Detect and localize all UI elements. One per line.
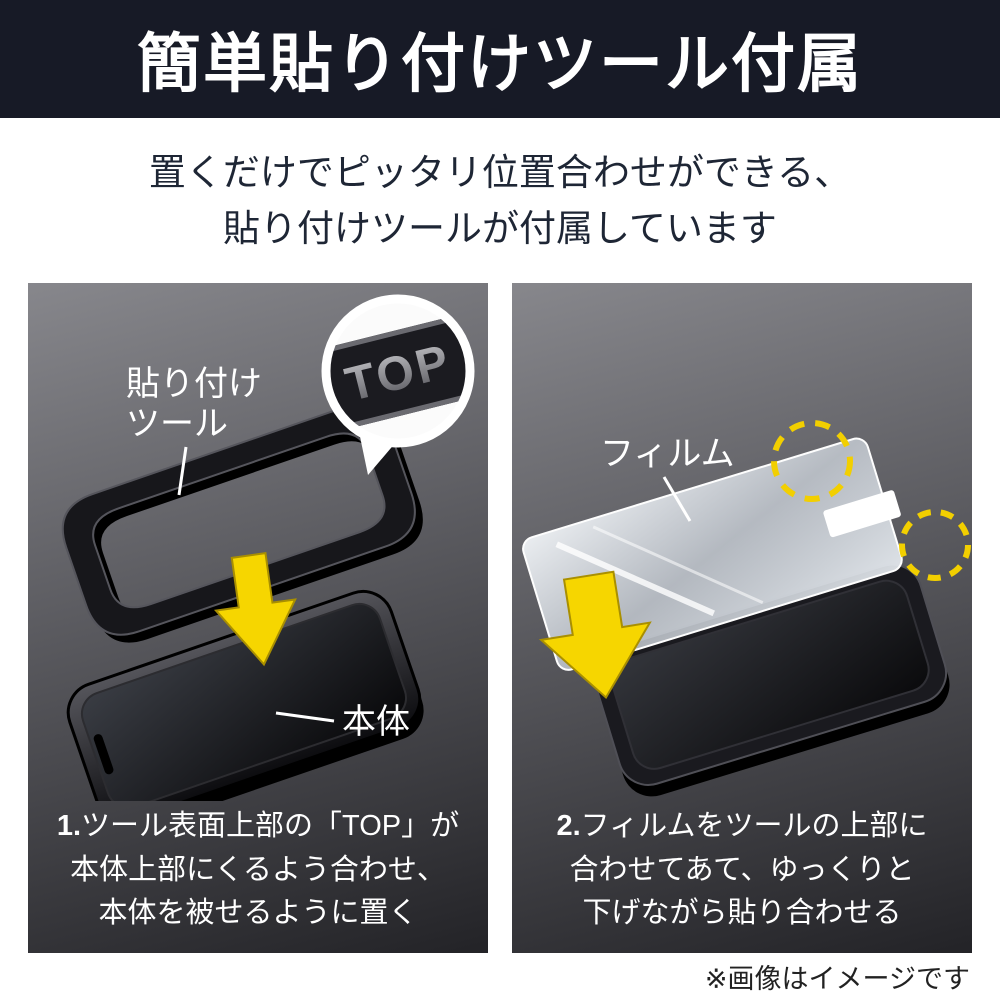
- step2-caption-line2: 合わせてあて、ゆっくりと: [569, 853, 915, 886]
- body-label-text: 本体: [342, 703, 410, 741]
- subtitle-line2: 貼り付けツールが付属しています: [223, 207, 777, 249]
- steps-container: TOP 貼り付け ツール 本体 1.ツール表面上部の「TOP」が: [0, 283, 1000, 953]
- phone-illustration: [66, 589, 424, 801]
- highlight-circle-right: [899, 509, 971, 581]
- tool-leader-line: [177, 446, 188, 496]
- phone-with-tool-illustration: [593, 563, 950, 797]
- step2-caption-line3: 下げながら貼り合わせる: [582, 897, 902, 929]
- film-label: フィルム: [600, 435, 735, 522]
- subtitle-block: 置くだけでピッタリ位置合わせができる、 貼り付けツールが付属しています: [0, 118, 1000, 283]
- step1-caption-line2: 本体上部にくるよう合わせ、: [70, 853, 446, 886]
- step2-number: 2.: [556, 810, 581, 842]
- step1-caption: 1.ツール表面上部の「TOP」が 本体上部にくるよう合わせ、 本体を被せるように…: [28, 801, 488, 936]
- step1-caption-line1: 1.ツール表面上部の「TOP」が: [56, 810, 460, 842]
- down-arrow-icon: [213, 552, 297, 667]
- step2-caption-line1: 2.フィルムをツールの上部に: [556, 810, 928, 842]
- page-title: 簡単貼り付けツール付属: [137, 28, 863, 100]
- step2-caption: 2.フィルムをツールの上部に 合わせてあて、ゆっくりと 下げながら貼り合わせる: [512, 801, 972, 936]
- body-label: 本体: [275, 703, 410, 741]
- panel-step1: TOP 貼り付け ツール 本体 1.ツール表面上部の「TOP」が: [28, 283, 488, 953]
- step2-illustration: フィルム: [522, 420, 971, 797]
- subtitle-text: 置くだけでピッタリ位置合わせができる、 貼り付けツールが付属しています: [149, 145, 851, 256]
- step1-number: 1.: [56, 810, 82, 842]
- film-tab: [823, 490, 901, 538]
- film-highlight-2: [592, 525, 764, 604]
- panel-step2: フィルム 2.フィルムをツールの上部に 合わせてあて、ゆっくりと 下げながら貼り…: [512, 283, 972, 953]
- film-highlight: [555, 541, 715, 617]
- tool-label-line1: 貼り付け: [126, 365, 262, 403]
- step1-illustration: TOP 貼り付け ツール 本体: [61, 294, 475, 801]
- film-leader-line: [662, 476, 692, 522]
- tool-label-line2: ツール: [126, 405, 228, 443]
- highlight-circle-top: [771, 420, 853, 502]
- header-banner: 簡単貼り付けツール付属: [0, 0, 1000, 118]
- down-arrow-icon: [538, 570, 652, 700]
- tool-label: 貼り付け ツール: [126, 365, 262, 496]
- body-leader-line: [275, 711, 335, 723]
- film-label-text: フィルム: [600, 435, 735, 473]
- subtitle-line1: 置くだけでピッタリ位置合わせができる、: [148, 152, 852, 193]
- top-magnifier: TOP: [321, 294, 475, 475]
- image-disclaimer: ※画像はイメージです: [704, 964, 970, 994]
- step1-caption-line3: 本体を被せるように置く: [98, 897, 418, 929]
